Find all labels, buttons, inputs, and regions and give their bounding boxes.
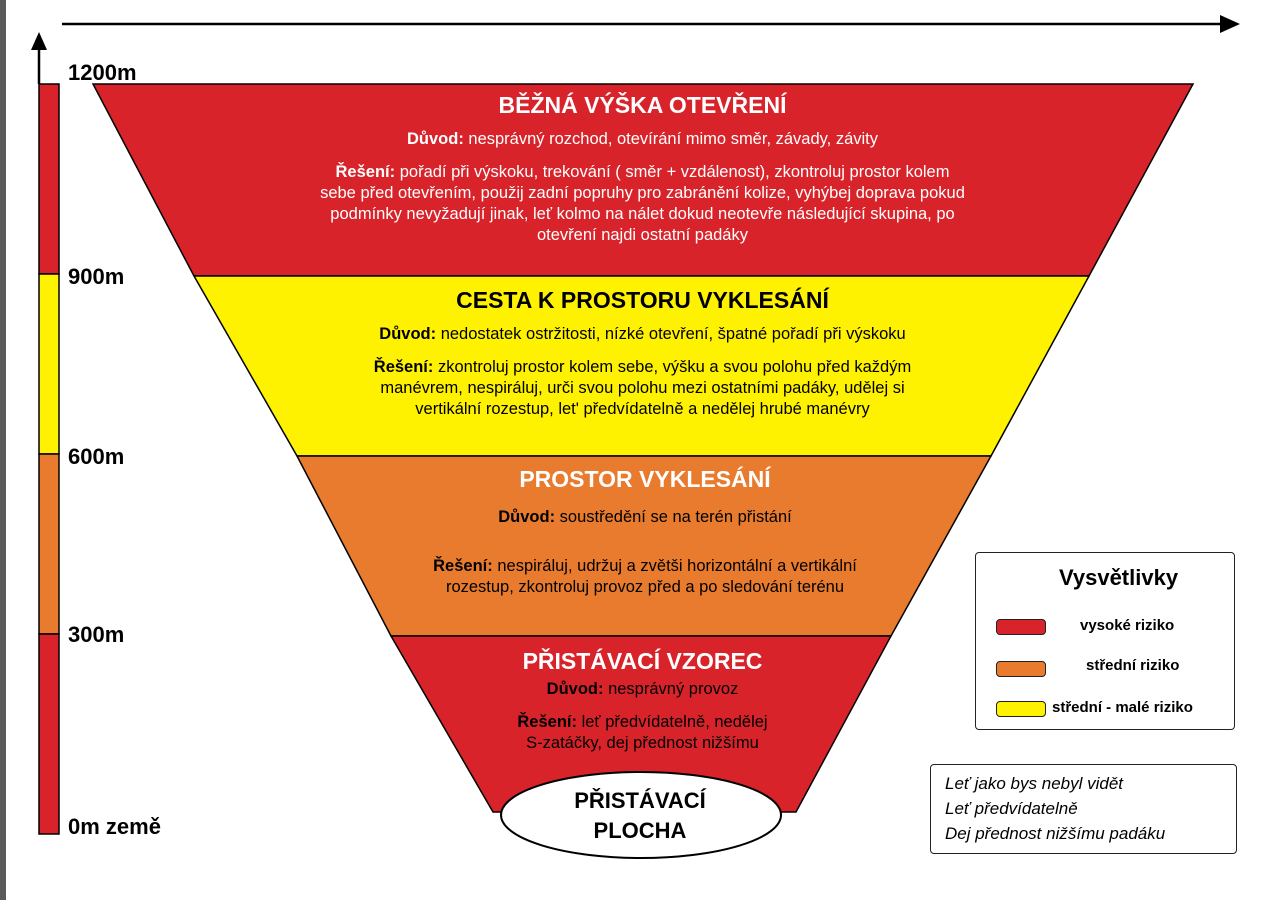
solution-line: podmínky nevyžadují jinak, leť kolmo na … — [330, 205, 955, 223]
top-arrow-head — [1220, 15, 1240, 33]
landing-area: PŘISTÁVACÍ PLOCHA — [500, 770, 780, 858]
altitude-arrow-head — [31, 32, 47, 50]
legend-title: Vysvětlivky — [1059, 565, 1179, 590]
reason-text: soustředění se na terén přistání — [559, 508, 792, 526]
reason-text: nedostatek ostržitosti, nízké otevření, … — [440, 325, 906, 343]
section-landing-pattern: PŘISTÁVACÍ VZOREC Důvod: nesprávný provo… — [430, 648, 855, 754]
section-breakoff-space: PROSTOR VYKLESÁNÍ Důvod: soustředění se … — [330, 466, 960, 598]
section-opening-altitude: BĚŽNÁ VÝŠKA OTEVŘENÍ Důvod: nesprávný ro… — [190, 92, 1095, 246]
solution-line: manévrem, nespiráluj, urči svou polohu m… — [380, 379, 905, 397]
solution-line: sebe před otevřením, použij zadní popruh… — [320, 184, 965, 202]
landing-area-line: PŘISTÁVACÍ — [574, 788, 706, 813]
altitude-bar-lowmid — [38, 453, 60, 635]
solution-line: S-zatáčky, dej přednost nižšímu — [526, 734, 759, 752]
solution-text: zkontroluj prostor kolem sebe, výšku a s… — [437, 358, 912, 376]
section-path-to-breakoff: CESTA K PROSTORU VYKLESÁNÍ Důvod: nedost… — [240, 287, 1045, 420]
altitude-bar-mid — [38, 273, 60, 455]
altitude-bar-high — [38, 83, 60, 275]
reason-line: Důvod: nesprávný rozchod, otevírání mimo… — [190, 129, 1095, 150]
landing-area-ellipse — [500, 771, 782, 859]
solution-text: pořadí při výskoku, trekování ( směr + v… — [399, 163, 950, 181]
solution-line: otevření najdi ostatní padáky — [537, 226, 748, 244]
section-title: CESTA K PROSTORU VYKLESÁNÍ — [456, 287, 829, 313]
solution-line: Řešení: nespiráluj, udržuj a zvětši hori… — [330, 556, 960, 577]
section-title: BĚŽNÁ VÝŠKA OTEVŘENÍ — [498, 92, 787, 118]
solution-label: Řešení: — [517, 713, 577, 731]
legend-swatch-high — [996, 619, 1046, 635]
solution-line: vertikální rozestup, let' předvídatelně … — [415, 400, 870, 418]
solution-line: Řešení: zkontroluj prostor kolem sebe, v… — [240, 357, 1045, 378]
legend-swatch-medium — [996, 661, 1046, 677]
solution-text: leť předvídatelně, nedělej — [581, 713, 768, 731]
motto-line: Dej přednost nižšímu padáku — [945, 824, 1166, 843]
reason-line: Důvod: nesprávný provoz — [430, 679, 855, 700]
solution-line: Řešení: pořadí při výskoku, trekování ( … — [190, 162, 1095, 183]
solution-line: Řešení: leť předvídatelně, nedělej — [430, 712, 855, 733]
reason-label: Důvod: — [406, 130, 464, 148]
legend-label-low: střední - malé riziko — [1052, 699, 1193, 716]
landing-area-line: PLOCHA — [593, 818, 687, 843]
reason-line: Důvod: soustředění se na terén přistání — [330, 507, 960, 528]
altitude-label-300: 300m — [68, 622, 125, 647]
legend: Vysvětlivky vysoké riziko střední riziko… — [975, 552, 1235, 730]
motto-line: Leť předvídatelně — [945, 799, 1078, 818]
reason-label: Důvod: — [379, 325, 437, 343]
solution-label: Řešení: — [373, 358, 434, 376]
reason-label: Důvod: — [546, 680, 604, 698]
altitude-label-900: 900m — [68, 264, 125, 289]
altitude-label-1200: 1200m — [68, 60, 137, 85]
reason-line: Důvod: nedostatek ostržitosti, nízké ote… — [240, 324, 1045, 345]
altitude-label-600: 600m — [68, 444, 125, 469]
solution-label: Řešení: — [433, 557, 493, 575]
solution-label: Řešení: — [335, 163, 396, 181]
solution-line: rozestup, zkontroluj provoz před a po sl… — [445, 578, 845, 596]
altitude-label-ground: 0m země — [68, 814, 161, 839]
band-landing-pattern — [389, 635, 893, 813]
motto-box: Leť jako bys nebyl vidět Leť předvídatel… — [930, 764, 1237, 854]
altitude-bar-low — [38, 633, 60, 835]
reason-label: Důvod: — [498, 508, 556, 526]
left-edge-strip — [0, 0, 6, 900]
legend-label-high: vysoké riziko — [1080, 617, 1175, 634]
solution-text: nespiráluj, udržuj a zvětši horizontální… — [497, 557, 857, 575]
section-title: PROSTOR VYKLESÁNÍ — [519, 466, 771, 492]
reason-text: nesprávný provoz — [608, 680, 739, 698]
reason-text: nesprávný rozchod, otevírání mimo směr, … — [468, 130, 879, 148]
legend-label-medium: střední riziko — [1086, 657, 1180, 674]
legend-swatch-low — [996, 701, 1046, 717]
motto-line: Leť jako bys nebyl vidět — [945, 774, 1124, 793]
section-title: PŘISTÁVACÍ VZOREC — [522, 648, 763, 674]
